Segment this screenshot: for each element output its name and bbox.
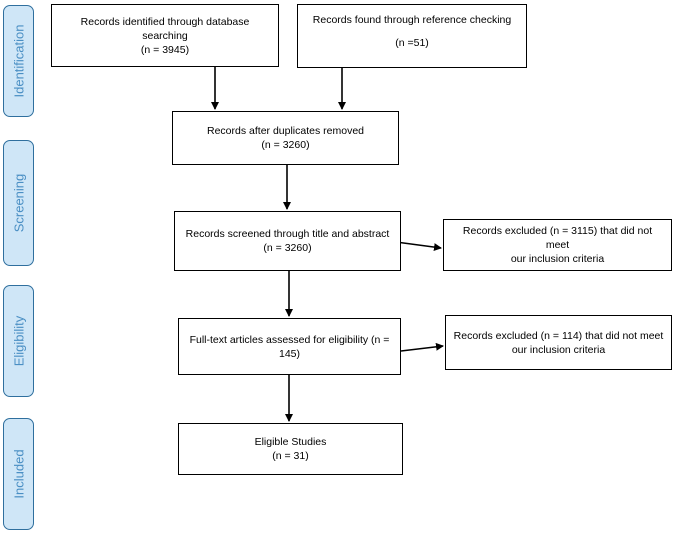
- screening-text: Records screened through title and abstr…: [185, 228, 390, 240]
- database-records-text-1: Records identified through database: [80, 15, 250, 28]
- arrow-screened-to-excluded: [395, 241, 442, 252]
- eligible-studies-count: (n = 31): [272, 450, 309, 462]
- excluded-screening-text: Records excluded (n = 3115) that did not…: [462, 225, 653, 251]
- screening-count: (n = 3260): [263, 242, 312, 254]
- phase-included: Included: [3, 418, 34, 530]
- duplicates-removed-count: (n = 3260): [261, 139, 310, 151]
- database-records-count: (n = 3945): [140, 43, 190, 56]
- fulltext-text: Full-text articles assessed for eligibil…: [189, 333, 390, 346]
- fulltext-count: 145): [278, 347, 300, 360]
- box-fulltext-assessment: Full-text articles assessed for eligibil…: [178, 318, 401, 375]
- phase-screening: Screening: [3, 140, 34, 266]
- box-database-records: Records identified through database sear…: [51, 4, 279, 67]
- box-eligible-studies: Eligible Studies (n = 31): [178, 423, 403, 475]
- box-duplicates-removed: Records after duplicates removed (n = 32…: [172, 111, 399, 165]
- reference-records-text: Records found through reference checking: [312, 14, 512, 26]
- box-title-abstract-screening: Records screened through title and abstr…: [174, 211, 401, 271]
- box-reference-records: Records found through reference checking…: [297, 4, 527, 68]
- excluded-screening-criteria: our inclusion criteria: [510, 253, 605, 265]
- phase-eligibility: Eligibility: [3, 285, 34, 397]
- box-excluded-fulltext: Records excluded (n = 114) that did not …: [445, 315, 672, 370]
- phase-identification: Identification: [3, 5, 34, 117]
- database-records-text-2: searching: [142, 29, 188, 42]
- arrow-fulltext-to-excluded: [400, 342, 444, 352]
- box-excluded-screening: Records excluded (n = 3115) that did not…: [443, 219, 672, 271]
- eligible-studies-text: Eligible Studies: [254, 436, 327, 448]
- excluded-fulltext-text: Records excluded (n = 114) that did not …: [453, 329, 664, 342]
- duplicates-removed-text: Records after duplicates removed: [207, 125, 364, 137]
- reference-records-count: (n =51): [395, 37, 429, 49]
- excluded-fulltext-criteria: our inclusion criteria: [511, 343, 606, 356]
